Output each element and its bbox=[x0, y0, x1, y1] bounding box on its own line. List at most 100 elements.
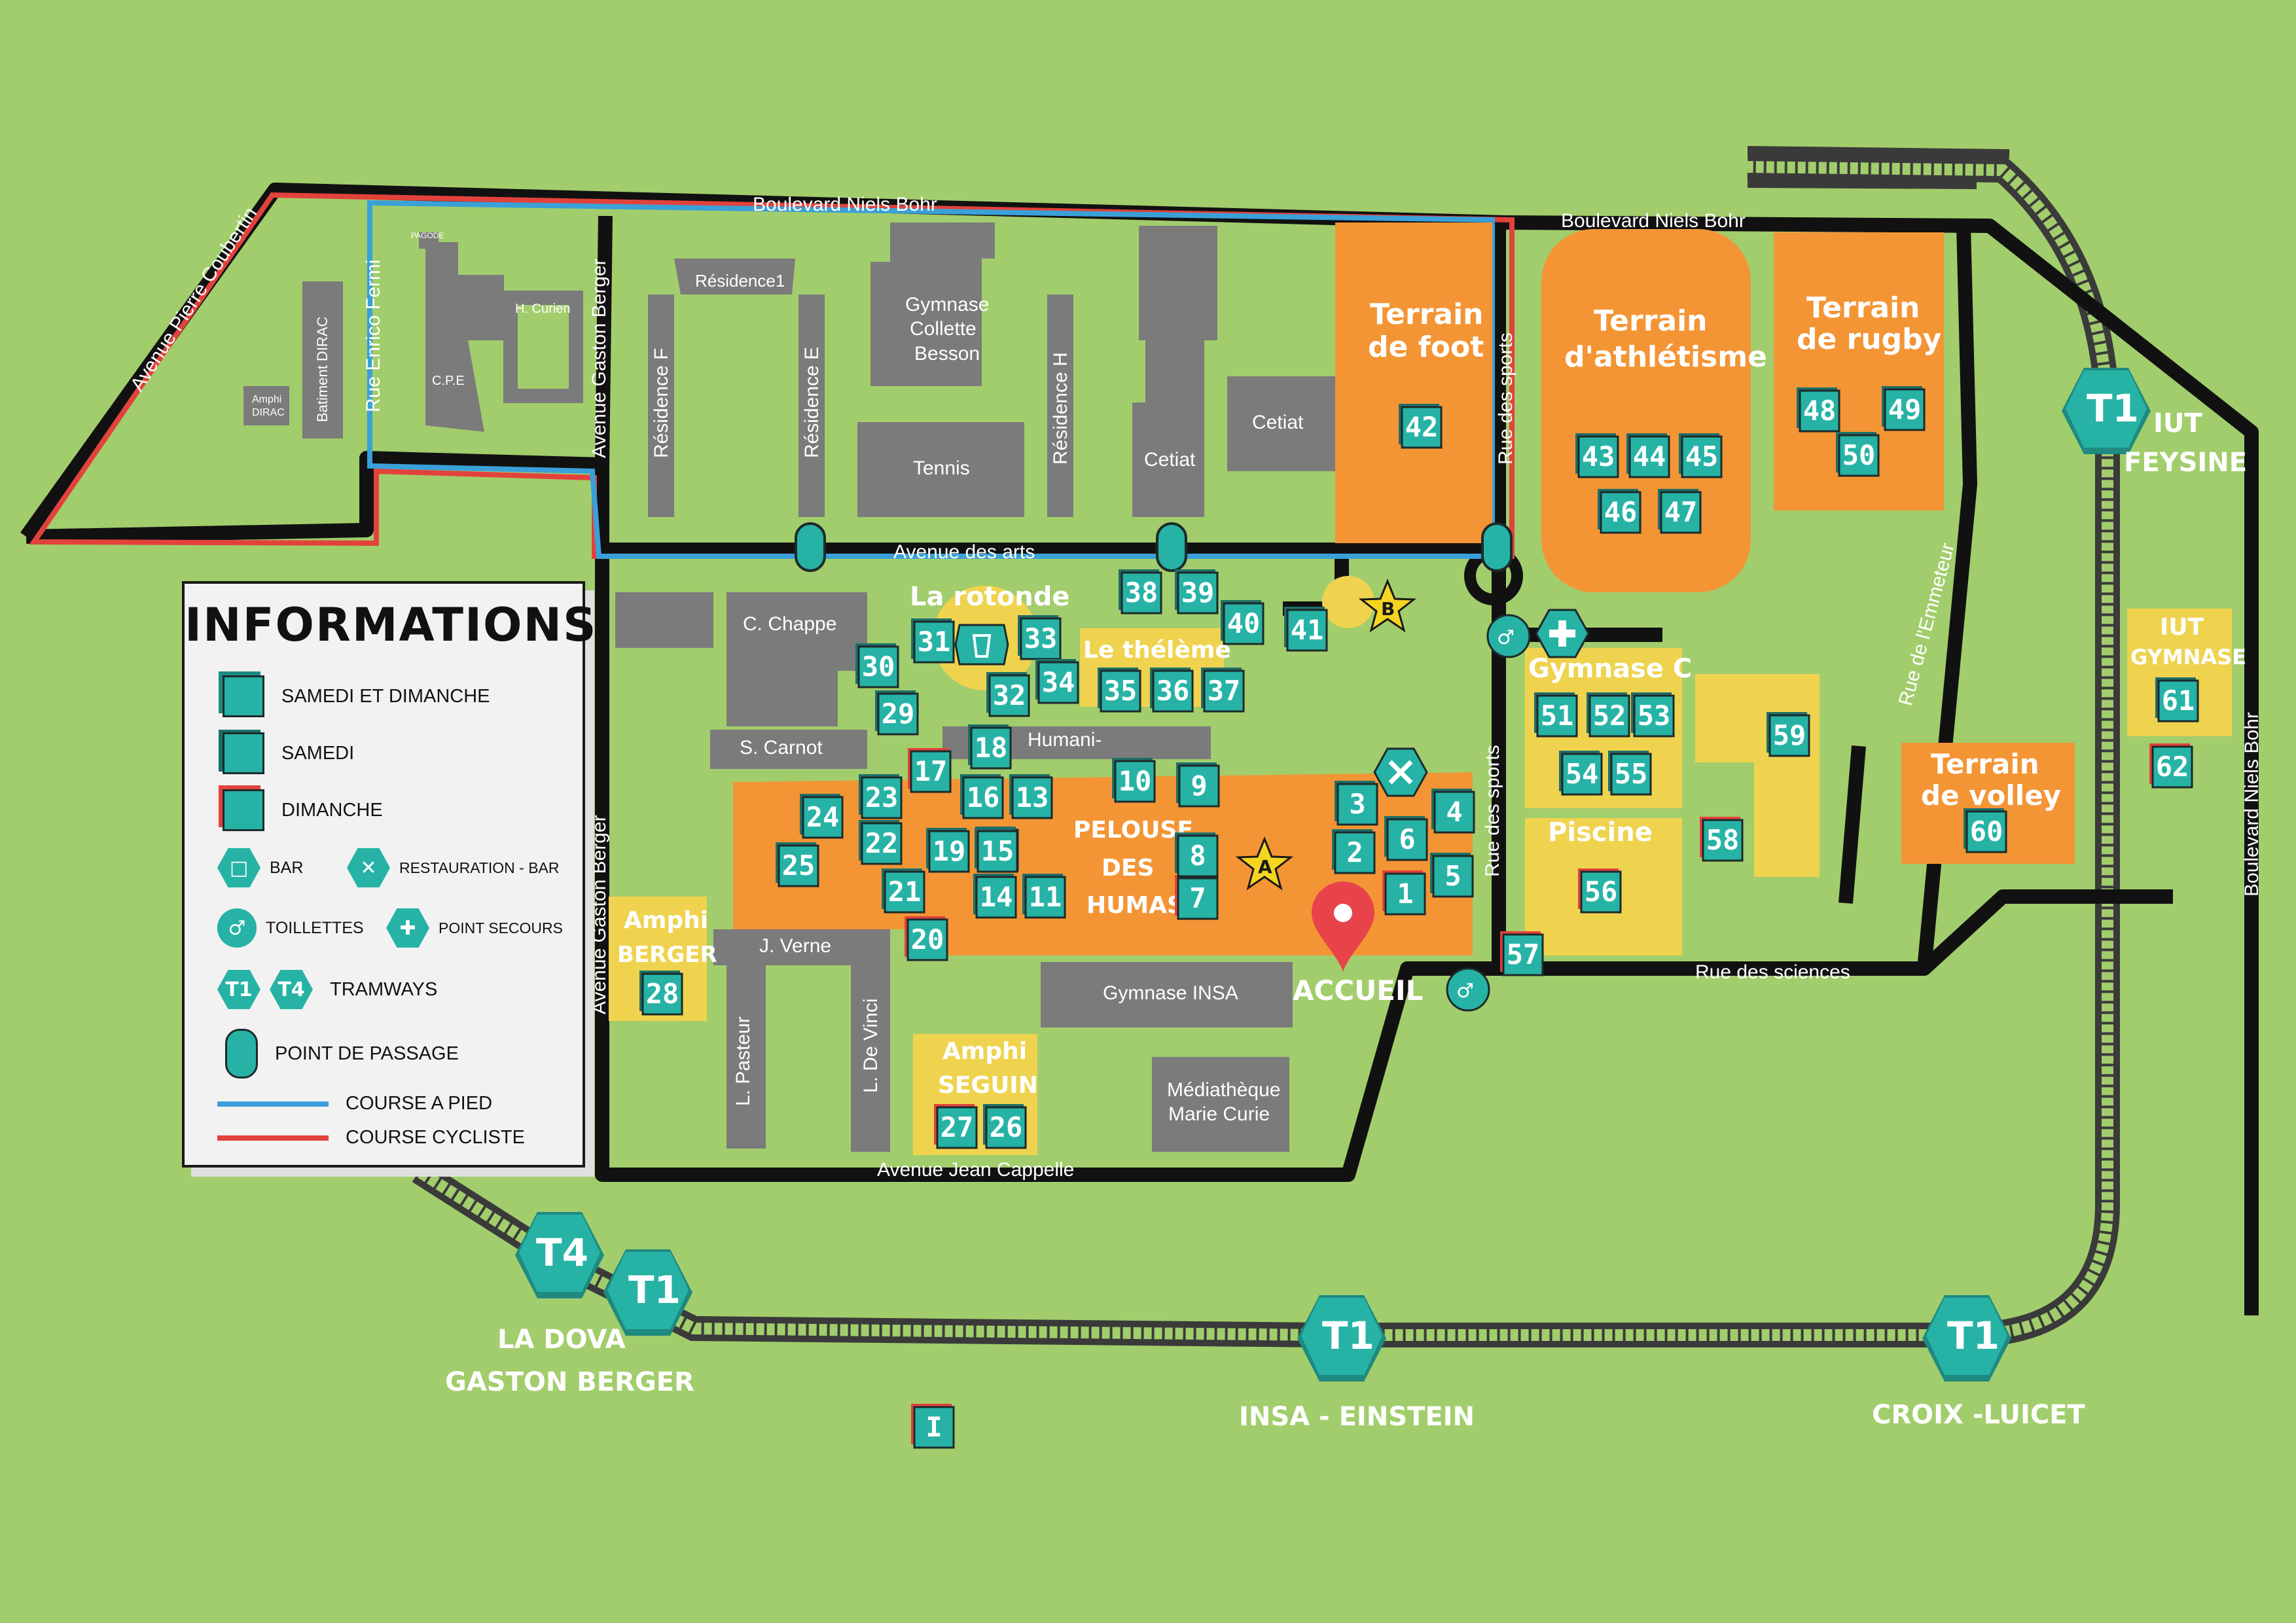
station-label: IUT bbox=[2153, 408, 2202, 438]
stand-marker-60[interactable]: 60 bbox=[1964, 808, 2007, 853]
stand-marker-15[interactable]: 15 bbox=[975, 828, 1018, 873]
stand-marker-9[interactable]: 9 bbox=[1176, 762, 1220, 808]
stand-marker-extra[interactable]: I bbox=[911, 1404, 955, 1449]
stand-marker-57[interactable]: 57 bbox=[1500, 931, 1544, 976]
stand-marker-3[interactable]: 3 bbox=[1335, 781, 1378, 826]
map-pin-icon[interactable] bbox=[1312, 882, 1374, 972]
svg-text:10: 10 bbox=[1119, 765, 1152, 797]
stand-marker-43[interactable]: 43 bbox=[1575, 433, 1619, 478]
zone-title: Le thélème bbox=[1083, 637, 1231, 664]
svg-text:50: 50 bbox=[1842, 439, 1876, 471]
stand-marker-38[interactable]: 38 bbox=[1119, 569, 1162, 615]
first-aid-icon[interactable] bbox=[1535, 609, 1590, 658]
zone-title: Terrain bbox=[1370, 298, 1484, 331]
legend-row-bar: □ BAR bbox=[217, 848, 303, 887]
stand-marker-45[interactable]: 45 bbox=[1679, 433, 1723, 478]
stand-marker-13[interactable]: 13 bbox=[1009, 774, 1053, 819]
stand-marker-25[interactable]: 25 bbox=[776, 842, 819, 887]
stand-marker-16[interactable]: 16 bbox=[960, 774, 1004, 819]
stand-marker-28[interactable]: 28 bbox=[639, 971, 683, 1016]
stand-marker-4[interactable]: 4 bbox=[1431, 789, 1475, 834]
restaurant-icon[interactable] bbox=[1373, 747, 1428, 797]
stand-marker-51[interactable]: 51 bbox=[1534, 692, 1578, 738]
stand-marker-18[interactable]: 18 bbox=[968, 724, 1012, 770]
stand-marker-26[interactable]: 26 bbox=[983, 1104, 1027, 1149]
svg-text:44: 44 bbox=[1633, 440, 1666, 473]
stand-marker-35[interactable]: 35 bbox=[1098, 668, 1141, 713]
stand-marker-29[interactable]: 29 bbox=[875, 690, 919, 736]
stand-marker-48[interactable]: 48 bbox=[1797, 387, 1840, 433]
building-label: Gymnase bbox=[905, 294, 989, 315]
toilets-icon[interactable]: ♂ bbox=[1486, 614, 1531, 658]
tram-hex-icon[interactable]: T1 bbox=[1922, 1295, 2011, 1382]
bar-icon[interactable] bbox=[954, 624, 1009, 666]
svg-text:41: 41 bbox=[1291, 614, 1324, 646]
stand-marker-36[interactable]: 36 bbox=[1150, 668, 1194, 713]
stand-marker-47[interactable]: 47 bbox=[1658, 489, 1702, 534]
svg-text:13: 13 bbox=[1016, 781, 1049, 813]
tram-hex-icon[interactable]: T1 bbox=[2062, 368, 2151, 454]
stand-marker-5[interactable]: 5 bbox=[1430, 853, 1474, 898]
stand-marker-6[interactable]: 6 bbox=[1384, 816, 1428, 861]
stand-marker-50[interactable]: 50 bbox=[1836, 432, 1880, 477]
stand-marker-2[interactable]: 2 bbox=[1332, 829, 1376, 874]
svg-text:35: 35 bbox=[1104, 675, 1138, 707]
stand-marker-49[interactable]: 49 bbox=[1882, 386, 1926, 431]
stand-marker-11[interactable]: 11 bbox=[1022, 874, 1066, 919]
stand-marker-33[interactable]: 33 bbox=[1018, 615, 1062, 660]
stand-marker-1[interactable]: 1 bbox=[1382, 870, 1426, 916]
svg-text:T1: T1 bbox=[628, 1268, 681, 1312]
stand-marker-23[interactable]: 23 bbox=[859, 774, 903, 819]
svg-text:37: 37 bbox=[1208, 675, 1241, 707]
stand-marker-41[interactable]: 41 bbox=[1284, 607, 1328, 652]
checkpoint-icon[interactable] bbox=[795, 522, 826, 572]
stand-marker-37[interactable]: 37 bbox=[1201, 668, 1245, 713]
svg-text:39: 39 bbox=[1181, 577, 1215, 609]
stand-marker-44[interactable]: 44 bbox=[1626, 433, 1670, 478]
stand-marker-10[interactable]: 10 bbox=[1112, 758, 1156, 803]
street-label: Avenue des arts bbox=[893, 541, 1035, 563]
stand-marker-14[interactable]: 14 bbox=[973, 874, 1017, 919]
tram-hex-icon[interactable]: T1 bbox=[1297, 1295, 1386, 1382]
stand-marker-31[interactable]: 31 bbox=[911, 618, 955, 664]
checkpoint-icon[interactable] bbox=[1481, 522, 1513, 572]
stand-marker-32[interactable]: 32 bbox=[986, 672, 1030, 717]
stand-marker-46[interactable]: 46 bbox=[1598, 489, 1641, 534]
checkpoint-icon bbox=[225, 1029, 258, 1079]
stand-marker-19[interactable]: 19 bbox=[926, 828, 970, 873]
building-label: H. Curien bbox=[515, 302, 570, 316]
checkpoint-icon[interactable] bbox=[1156, 522, 1187, 572]
stand-marker-56[interactable]: 56 bbox=[1578, 868, 1622, 914]
stand-marker-52[interactable]: 52 bbox=[1587, 692, 1630, 738]
stand-marker-55[interactable]: 55 bbox=[1608, 751, 1652, 796]
stand-marker-30[interactable]: 30 bbox=[855, 643, 899, 688]
stand-marker-27[interactable]: 27 bbox=[934, 1104, 978, 1149]
stand-marker-22[interactable]: 22 bbox=[859, 820, 903, 865]
toilets-icon[interactable]: ♂ bbox=[1446, 967, 1490, 1012]
tram-hex-icon[interactable]: T1 bbox=[603, 1249, 692, 1336]
stand-marker-62[interactable]: 62 bbox=[2149, 743, 2193, 789]
stand-marker-42[interactable]: 42 bbox=[1399, 404, 1443, 449]
star-icon[interactable]: B bbox=[1358, 579, 1417, 633]
star-icon[interactable]: A bbox=[1235, 836, 1294, 891]
stand-marker-21[interactable]: 21 bbox=[882, 868, 925, 914]
svg-text:59: 59 bbox=[1773, 719, 1806, 751]
stand-marker-34[interactable]: 34 bbox=[1035, 659, 1079, 704]
stand-marker-8[interactable]: 8 bbox=[1175, 832, 1219, 878]
stand-markers: 1234567891011121314151617181920212223242… bbox=[639, 386, 2199, 1449]
stand-marker-61[interactable]: 61 bbox=[2155, 677, 2199, 722]
svg-text:57: 57 bbox=[1507, 938, 1540, 971]
stand-marker-54[interactable]: 54 bbox=[1559, 751, 1603, 796]
stand-marker-40[interactable]: 40 bbox=[1221, 600, 1265, 645]
stand-marker-24[interactable]: 24 bbox=[800, 794, 844, 839]
stand-marker-59[interactable]: 59 bbox=[1767, 712, 1810, 757]
stand-marker-7[interactable]: 7 bbox=[1175, 875, 1219, 920]
svg-text:61: 61 bbox=[2162, 685, 2195, 717]
tram-hex-icon[interactable]: T4 bbox=[515, 1212, 604, 1298]
stand-marker-53[interactable]: 53 bbox=[1631, 692, 1675, 738]
stand-marker-17[interactable]: 17 bbox=[908, 748, 952, 793]
square-icon bbox=[223, 732, 264, 774]
stand-marker-39[interactable]: 39 bbox=[1175, 569, 1219, 615]
stand-marker-58[interactable]: 58 bbox=[1700, 817, 1744, 862]
stand-marker-20[interactable]: 20 bbox=[905, 916, 948, 961]
